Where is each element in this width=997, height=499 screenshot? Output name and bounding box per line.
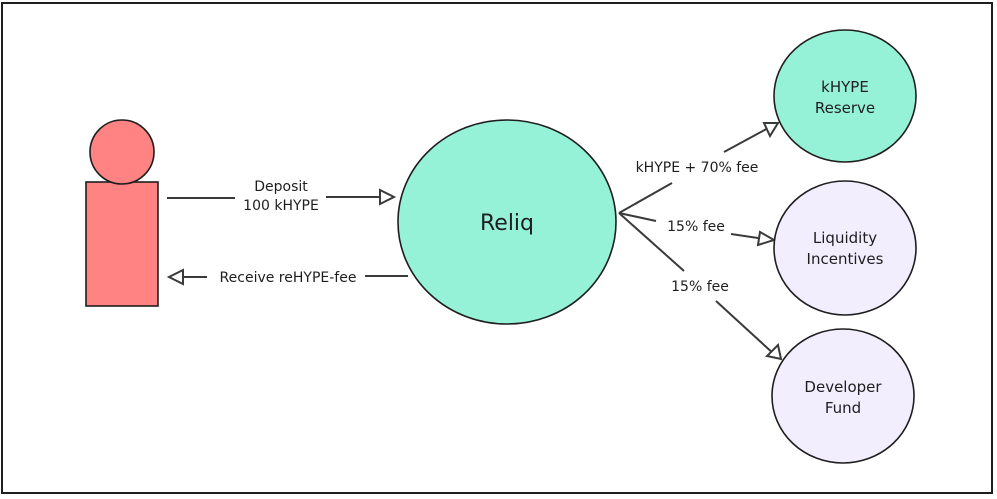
receive-label: Receive reHYPE-fee (220, 270, 357, 286)
deposit-arrow: Deposit 100 kHYPE (167, 179, 397, 214)
user-body (85, 181, 159, 307)
reliq-node[interactable]: Reliq (397, 119, 617, 325)
khype-reserve-label-line2: Reserve (815, 99, 875, 117)
deposit-label-line1: Deposit (254, 179, 308, 195)
developer-arrow: 15% fee (618, 212, 783, 361)
liquidity-arrow: 15% fee (618, 212, 777, 247)
reliq-label: Reliq (480, 211, 534, 236)
developer-edge-label: 15% fee (671, 279, 729, 295)
khype-reserve-node[interactable]: kHYPE Reserve (773, 29, 917, 163)
liquidity-incentives-node[interactable]: Liquidity Incentives (773, 180, 917, 316)
developer-label-line1: Developer (804, 378, 882, 396)
receive-arrow: Receive reHYPE-fee (166, 268, 408, 286)
reserve-edge-label: kHYPE + 70% fee (636, 160, 759, 176)
khype-reserve-label-line1: kHYPE (821, 78, 869, 96)
liquidity-label-line2: Incentives (807, 250, 884, 268)
arrowhead-icon (166, 268, 184, 286)
deposit-label-line2: 100 kHYPE (243, 198, 319, 214)
user-figure (85, 119, 159, 307)
reserve-arrow: kHYPE + 70% fee (618, 122, 780, 214)
arrowhead-icon (764, 342, 783, 361)
arrowhead-icon (756, 230, 777, 247)
developer-label-line2: Fund (825, 399, 861, 417)
developer-fund-node[interactable]: Developer Fund (771, 328, 915, 464)
liquidity-edge-label: 15% fee (667, 219, 725, 235)
arrowhead-icon (762, 122, 780, 139)
liquidity-label-line1: Liquidity (813, 229, 877, 247)
user-head (89, 119, 155, 185)
arrowhead-icon (379, 188, 397, 206)
